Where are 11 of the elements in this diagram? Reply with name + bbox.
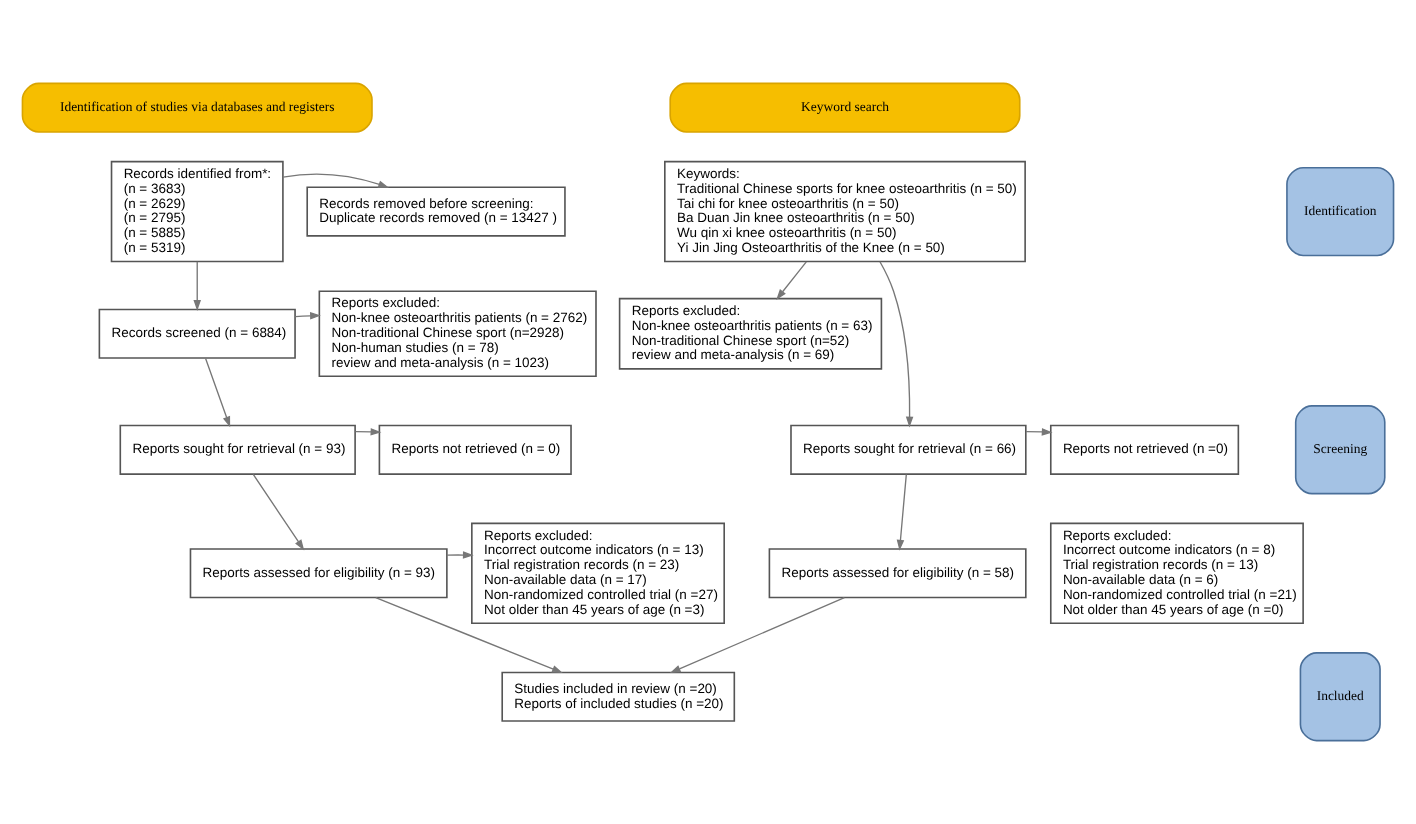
arrow bbox=[375, 596, 563, 674]
arrow bbox=[896, 473, 907, 551]
arrow bbox=[252, 473, 305, 551]
arrow bbox=[193, 261, 201, 311]
arrow bbox=[879, 261, 914, 428]
arrow bbox=[669, 596, 846, 674]
arrow bbox=[446, 551, 474, 559]
arrow bbox=[294, 312, 321, 320]
arrow bbox=[204, 357, 231, 428]
arrow bbox=[776, 261, 807, 300]
arrow bbox=[282, 173, 389, 188]
